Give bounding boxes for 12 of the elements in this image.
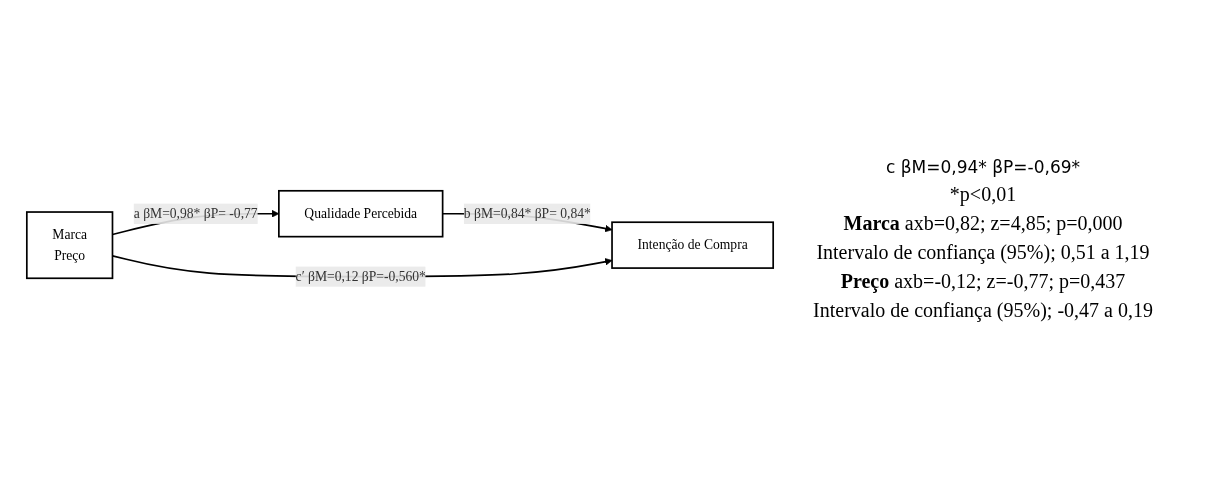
note-text: *p<0,01 xyxy=(949,182,1017,206)
node-box: Intenção de Compra xyxy=(611,221,775,270)
note-text: Intervalo de confiança (95%); -0,47 a 0,19 xyxy=(813,298,1153,322)
note-text: Preço axb=-0,12; z=-0,77; p=0,437 xyxy=(840,269,1126,293)
node-box: Qualidade Percebida xyxy=(278,190,444,238)
edge-label: c′ βM=0,12 βP=-0,560* xyxy=(295,269,426,284)
node-box: Marca Preço xyxy=(25,211,114,280)
note-text: Marca axb=0,82; z=4,85; p=0,000 xyxy=(843,211,1123,235)
note-text: Intervalo de confiança (95%); 0,51 a 1,19 xyxy=(816,240,1150,264)
coefficient-text: c βM=0,94* βP=-0,69* xyxy=(885,156,1081,177)
edge-label: b βM=0,84* βP= 0,84* xyxy=(463,206,591,221)
edge-label: a βM=0,98* βP= -0,77 xyxy=(133,206,258,221)
